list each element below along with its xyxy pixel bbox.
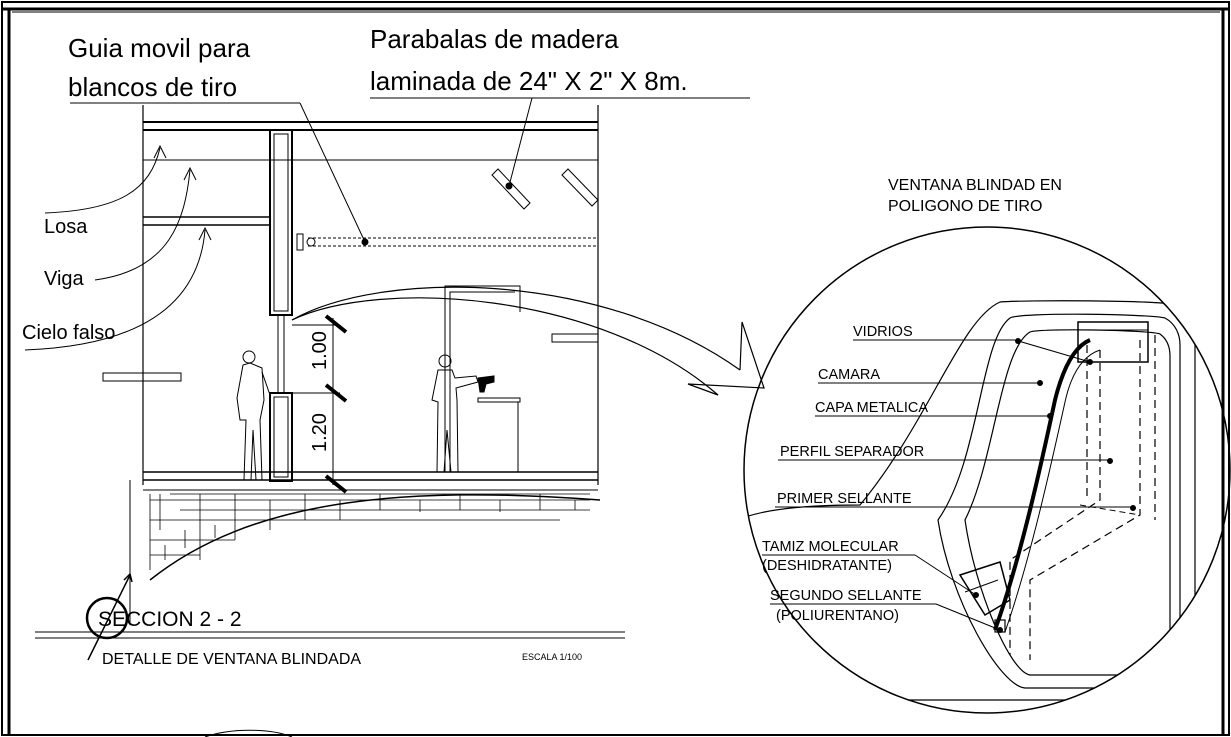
section-scale: ESCALA 1/100 (522, 652, 582, 662)
detail-label-camara: CAMARA (818, 367, 880, 383)
label-guia-line2: blancos de tiro (68, 72, 237, 102)
detail-label-vidrios: VIDRIOS (853, 324, 913, 340)
parabalas-boards (491, 168, 599, 210)
detail-label-perfil-separador: PERFIL SEPARADOR (780, 444, 924, 460)
detail-callout-arrow (291, 286, 765, 396)
target-guide-pulley-icon (296, 233, 316, 251)
target-guide-rail (296, 233, 598, 251)
detail-title-line2: POLIGONO DE TIRO (888, 198, 1042, 215)
detail-title-line1: VENTANA BLINDAD EN (888, 177, 1062, 194)
detail-label-poliurentano: (POLIURENTANO) (776, 608, 899, 624)
label-parabalas-line2: laminada de 24" X 2" X 8m. (370, 66, 688, 96)
dimension-lower: 1.20 (309, 413, 331, 452)
shooting-booth (444, 285, 521, 472)
section-title: SECCION 2 - 2 (98, 608, 242, 631)
section-marker-icon (35, 572, 625, 661)
dimension-upper: 1.00 (309, 331, 331, 370)
label-cielo-falso: Cielo falso (22, 322, 115, 344)
label-guia-line1: Guia movil para (68, 33, 251, 63)
detail-label-tamiz-molecular: TAMIZ MOLECULAR (762, 539, 899, 555)
detail-label-segundo-sellante: SEGUNDO SELLANTE (770, 588, 922, 604)
detail-label-deshidratante: (DESHIDRATANTE) (762, 558, 892, 574)
dimension-line (292, 314, 348, 494)
label-viga: Viga (44, 268, 85, 290)
section-subtitle: DETALLE DE VENTANA BLINDADA (102, 651, 361, 668)
section-drawing: 1.00 1.20 (102, 105, 765, 625)
detail-circle (743, 226, 1231, 714)
detail-label-primer-sellante: PRIMER SELLANTE (777, 491, 912, 507)
shooter-with-pistol-icon (431, 354, 495, 473)
detail-label-capa-metalica: CAPA METALICA (815, 400, 928, 416)
label-losa: Losa (44, 216, 88, 238)
label-parabalas-line1: Parabalas de madera (370, 24, 619, 54)
ground-hatch (149, 493, 590, 570)
standing-person-icon (236, 350, 271, 481)
annotation-leaders (24, 97, 750, 351)
detail-leaders (762, 338, 1136, 633)
